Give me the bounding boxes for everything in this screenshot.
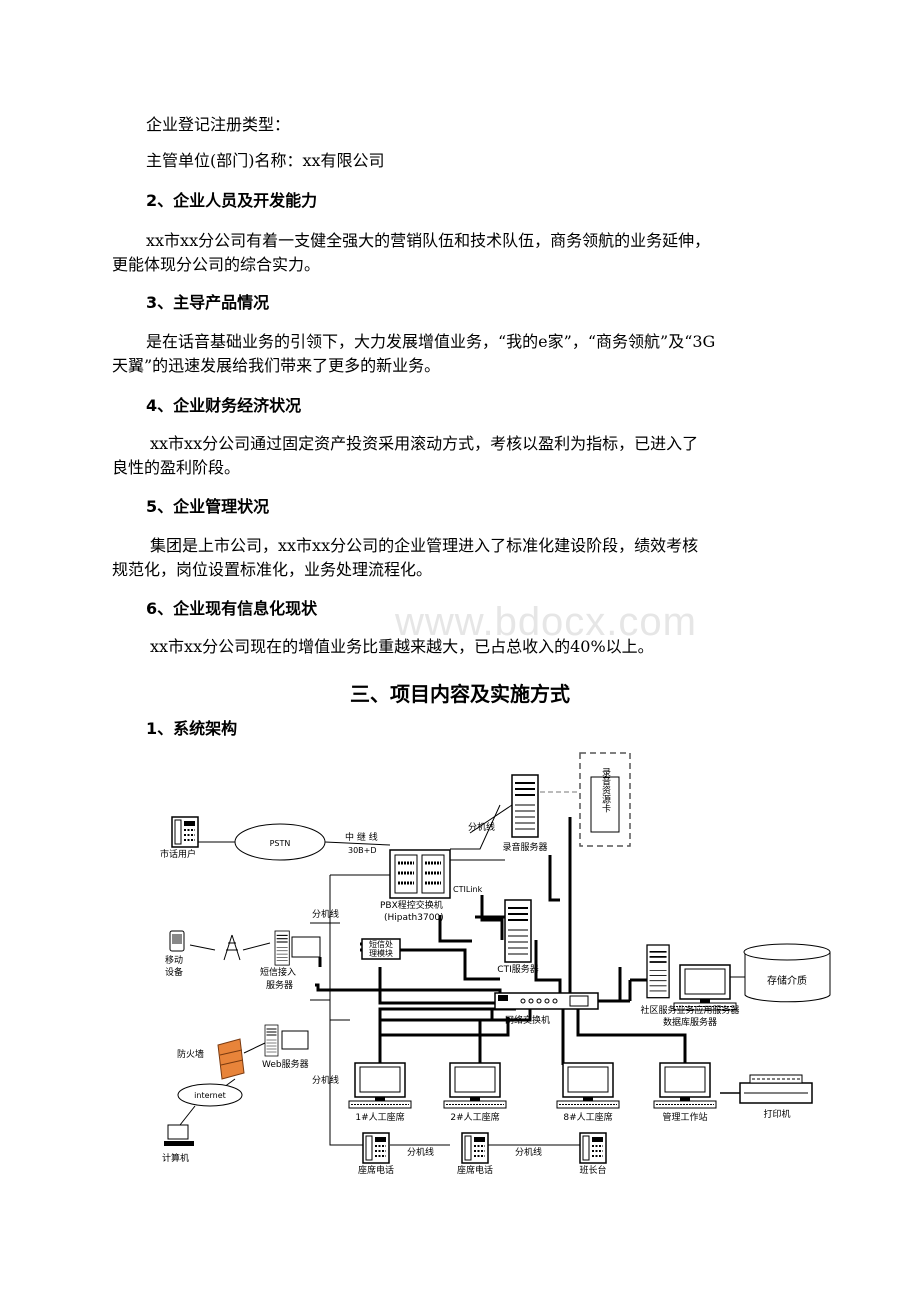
- monitor-desk-label: 班长台: [579, 1164, 606, 1176]
- recording-server: [511, 774, 539, 838]
- antenna-icon: [189, 934, 271, 961]
- seat-8-label: 8#人工座席: [563, 1111, 612, 1123]
- phone-icon: [171, 816, 199, 848]
- seat-8-workstation: [556, 1062, 620, 1109]
- paragraph-products-line2: 天翼”的迅速发展给我们带来了更多的新业务。: [112, 356, 441, 375]
- heading-management: 5、企业管理状况: [146, 497, 270, 516]
- management-label: 管理工作站: [662, 1111, 707, 1123]
- cti-server-label: CTI服务器: [497, 963, 538, 975]
- sms-server-label-1: 短信接入: [260, 966, 296, 978]
- web-server-label: Web服务器: [262, 1058, 309, 1070]
- ext-line-label-3: 分机线: [312, 1074, 339, 1086]
- recording-server-label: 录音服务器: [502, 841, 547, 853]
- seat-1-label: 1#人工座席: [355, 1111, 404, 1123]
- trunk-spec-label: 30B+D: [348, 846, 377, 855]
- printer-icon: [739, 1074, 813, 1104]
- recording-card: 录音资源卡: [540, 752, 631, 847]
- heading-finance: 4、企业财务经济状况: [146, 396, 302, 415]
- paragraph-management-line1: 集团是上市公司，xx市xx分公司的企业管理进入了标准化建设阶段，绩效考核: [150, 536, 699, 555]
- sms-server: [274, 930, 321, 966]
- management-workstation: [653, 1062, 717, 1109]
- ext-line-label-2: 分机线: [312, 908, 339, 920]
- watermark: www.bdocx.com: [395, 600, 697, 644]
- storage-cylinder: 存储介质: [743, 943, 831, 1003]
- seat-phone-2-icon: [461, 1132, 489, 1164]
- system-architecture-diagram: 录音资源卡 录音服务器 分机线 市话用户 PSTN 中 继 线 30B+D: [160, 752, 831, 1176]
- cti-server: [504, 899, 532, 963]
- pbx-label: PBX程控交换机: [380, 899, 443, 911]
- recording-card-label: 录音资源卡: [600, 767, 611, 813]
- registration-type-line: 企业登记注册类型：: [146, 115, 291, 134]
- paragraph-staff-line2: 更能体现分公司的综合实力。: [112, 255, 321, 274]
- ext-line-label-4: 分机线: [407, 1146, 434, 1158]
- mobile-device-icon: [169, 930, 185, 952]
- seat-2-workstation: [443, 1062, 507, 1109]
- ctilink-label: CTILink: [453, 885, 483, 894]
- heading-staff: 2、企业人员及开发能力: [146, 191, 318, 210]
- db-server-monitor: [673, 964, 737, 1011]
- internet-label: internet: [194, 1091, 226, 1100]
- paragraph-products-line1: 是在话音基础业务的引领下，大力发展增值业务，“我的e家”，“商务领航”及“3G: [146, 332, 716, 351]
- network-switch-label: 网络交换机: [505, 1014, 550, 1026]
- network-links: [315, 817, 687, 1065]
- trunk-label: 中 继 线: [345, 831, 378, 843]
- firewall-icon: [217, 1038, 245, 1080]
- ext-line-label-5: 分机线: [515, 1146, 542, 1158]
- mobile-label-1: 移动: [165, 954, 183, 966]
- seat-2-label: 2#人工座席: [450, 1111, 499, 1123]
- pstn-cloud: PSTN: [234, 823, 326, 861]
- sms-server-label-2: 服务器: [266, 979, 293, 991]
- seat-phone-1-icon: [362, 1132, 390, 1164]
- heading-informatization: 6、企业现有信息化现状: [146, 599, 318, 618]
- sms-module-label-2: 理模块: [369, 948, 393, 958]
- city-user-label: 市话用户: [160, 848, 196, 860]
- firewall-label: 防火墙: [177, 1048, 204, 1060]
- section-title: 三、项目内容及实施方式: [350, 682, 570, 706]
- network-switch: [494, 992, 599, 1010]
- extension-lines: [310, 804, 580, 1146]
- paragraph-management-line2: 规范化，岗位设置标准化，业务处理流程化。: [112, 560, 433, 579]
- seat-phone-2-label: 座席电话: [457, 1164, 493, 1176]
- computer-icon: [164, 1124, 194, 1146]
- web-server: [264, 1024, 309, 1057]
- sms-module: 短信处 理模块: [361, 938, 401, 960]
- seat-1-workstation: [348, 1062, 412, 1109]
- db-server-label: 数据库服务器: [663, 1016, 717, 1028]
- pbx-switch: [389, 849, 451, 899]
- monitor-desk-phone-icon: [579, 1132, 607, 1164]
- app-server-tower: [646, 944, 670, 999]
- pbx-model-label: (Hipath3700): [384, 913, 444, 923]
- pstn-label: PSTN: [270, 839, 291, 848]
- mobile-label-2: 设备: [165, 966, 183, 978]
- internet-cloud: internet: [177, 1083, 243, 1107]
- computer-label: 计算机: [162, 1152, 189, 1164]
- paragraph-staff-line1: xx市xx分公司有着一支健全强大的营销队伍和技术队伍，商务领航的业务延伸，: [146, 231, 711, 250]
- paragraph-informatization: xx市xx分公司现在的增值业务比重越来越大，已占总收入的40%以上。: [150, 637, 654, 656]
- heading-system-architecture: 1、系统架构: [146, 719, 238, 738]
- printer-label: 打印机: [763, 1108, 790, 1120]
- sms-module-label-1: 短信处: [369, 939, 393, 949]
- storage-label: 存储介质: [767, 974, 807, 987]
- seat-phone-1-label: 座席电话: [358, 1164, 394, 1176]
- supervisor-line: 主管单位(部门)名称：xx有限公司: [146, 151, 385, 170]
- app-server-label: 社区服务业务应用服务器: [640, 1004, 739, 1016]
- heading-products: 3、主导产品情况: [146, 293, 270, 312]
- paragraph-finance-line1: xx市xx分公司通过固定资产投资采用滚动方式，考核以盈利为指标，已进入了: [150, 434, 699, 453]
- paragraph-finance-line2: 良性的盈利阶段。: [112, 458, 241, 477]
